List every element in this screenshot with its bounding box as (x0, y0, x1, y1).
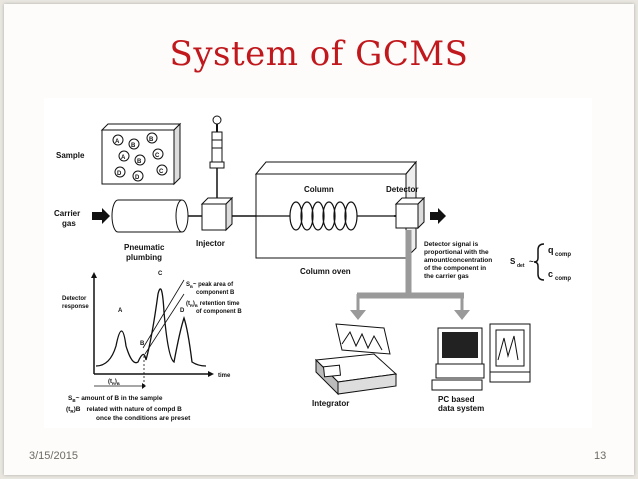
syringe-icon (209, 115, 225, 198)
sample-letter: B (137, 159, 142, 165)
chromatogram-ylabel: Detector (62, 296, 87, 302)
peak-label: C (158, 271, 163, 277)
detector-out-arrow-icon (430, 208, 446, 224)
route-arrowhead-icon (454, 310, 470, 320)
sample-letter: C (159, 169, 164, 175)
chromatogram-ylabel: response (62, 304, 89, 310)
chromatogram: Detector response time A B C D (62, 271, 231, 389)
column-coil (256, 201, 394, 231)
sample-letter: B (149, 137, 154, 143)
column-oven (254, 160, 418, 260)
sample-molecules: A B B A B C D D C (112, 132, 168, 182)
svg-text:SB~ peak area of: SB~ peak area of (186, 282, 234, 289)
peak-label: A (118, 308, 123, 314)
detector-box (394, 196, 426, 230)
svg-text:component B: component B (196, 290, 235, 296)
column-label: Column (304, 185, 334, 194)
carrier-gas-label: Carrier (54, 209, 80, 218)
gcms-diagram: Sample A B B A B C D D C Carrier gas Pne… (44, 98, 592, 428)
pc-device (431, 323, 531, 391)
sample-letter: D (135, 175, 140, 181)
integrator-device (314, 323, 398, 396)
signal-text: of the component in (424, 265, 486, 272)
sample-letter: C (155, 153, 160, 159)
route-arrowhead-icon (350, 310, 366, 320)
gcms-diagram-svg: Sample A B B A B C D D C Carrier gas Pne… (44, 98, 592, 428)
injector-label: Injector (196, 239, 225, 248)
detector-label: Detector (386, 185, 418, 194)
signal-text: proportional with the (424, 249, 489, 256)
peak-label: D (180, 308, 185, 314)
injector-box (200, 196, 234, 232)
carrier-arrow-icon (92, 208, 110, 224)
svg-text:SB~ amount of B in the sample: SB~ amount of B in the sample (68, 395, 163, 403)
pc-label: PC based (438, 395, 475, 404)
signal-formula: S det ~ q comp c comp (510, 243, 571, 282)
sample-letter: D (117, 171, 122, 177)
svg-text:det: det (517, 263, 525, 269)
pneumatic-label: plumbing (126, 253, 162, 262)
sample-letter: A (115, 139, 120, 145)
svg-text:S: S (510, 257, 516, 266)
sample-letter: B (131, 143, 136, 149)
chromatogram-xlabel: time (218, 373, 231, 379)
svg-text:comp: comp (555, 276, 571, 282)
peak-label: B (140, 341, 145, 347)
carrier-gas-label: gas (62, 219, 76, 228)
slide-page-number: 13 (594, 450, 607, 462)
column-oven-label: Column oven (300, 267, 351, 276)
svg-text:~: ~ (529, 257, 534, 266)
svg-text:once the conditions are preset: once the conditions are preset (96, 415, 191, 422)
pc-label: data system (438, 404, 484, 413)
signal-text: Detector signal is (424, 241, 479, 248)
svg-text:q: q (548, 245, 554, 255)
slide-date: 3/15/2015 (29, 450, 78, 462)
svg-text:comp: comp (555, 252, 571, 258)
signal-text: the carrier gas (424, 273, 469, 280)
brace-icon (533, 243, 545, 281)
slide-title: System of GCMS (169, 34, 469, 74)
chromatogram-trace (95, 288, 207, 367)
svg-text:of component B: of component B (196, 309, 242, 315)
signal-text: amount/concentration (424, 257, 492, 264)
pneumatic-plumbing (111, 199, 189, 233)
sample-letter: A (121, 155, 126, 161)
sample-label: Sample (56, 151, 85, 160)
svg-text:c: c (548, 269, 553, 279)
integrator-label: Integrator (312, 399, 349, 408)
svg-text:(tR)B: (tR)B (108, 379, 120, 386)
signal-routing-arrows (356, 230, 464, 312)
pneumatic-label: Pneumatic (124, 243, 165, 252)
